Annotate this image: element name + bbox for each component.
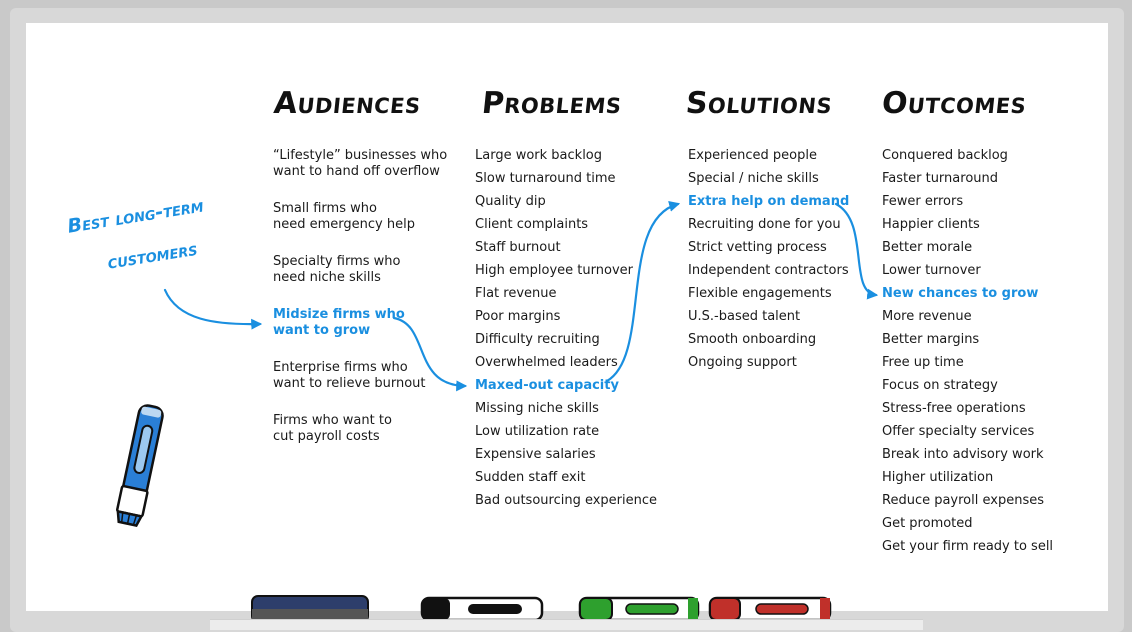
red-marker-icon bbox=[708, 596, 832, 622]
audience-line: Enterprise firms who bbox=[273, 360, 408, 375]
solution-item: Recruiting done for you bbox=[688, 217, 841, 232]
problem-item: Client complaints bbox=[475, 217, 589, 232]
solution-item: Smooth onboarding bbox=[688, 332, 817, 347]
problem-item: Slow turnaround time bbox=[475, 171, 616, 186]
problem-item-highlighted: Maxed-out capacity bbox=[475, 378, 619, 393]
problem-item: Expensive salaries bbox=[475, 447, 596, 462]
problem-item: Overwhelmed leaders bbox=[475, 355, 618, 370]
problem-item: Bad outsourcing experience bbox=[475, 493, 658, 508]
outcome-item-highlighted: New chances to grow bbox=[882, 286, 1039, 301]
audience-line: Firms who want to bbox=[273, 413, 392, 428]
audience-line: need niche skills bbox=[273, 270, 381, 285]
audience-line: need emergency help bbox=[273, 217, 415, 232]
whiteboard-surface bbox=[26, 23, 1108, 611]
outcome-item: Better morale bbox=[882, 240, 973, 255]
problem-item: Quality dip bbox=[475, 194, 546, 209]
outcome-item: Get your firm ready to sell bbox=[882, 539, 1054, 554]
problem-item: Flat revenue bbox=[475, 286, 557, 301]
outcome-item: Offer specialty services bbox=[882, 424, 1035, 439]
outcome-item: Lower turnover bbox=[882, 263, 981, 278]
green-marker-icon bbox=[578, 596, 700, 622]
problem-item: Low utilization rate bbox=[475, 424, 600, 439]
problem-item: Poor margins bbox=[475, 309, 561, 324]
black-marker-icon bbox=[420, 596, 544, 622]
audience-line: Small firms who bbox=[273, 201, 377, 216]
problem-item: Missing niche skills bbox=[475, 401, 599, 416]
outcome-item: Free up time bbox=[882, 355, 964, 370]
outcome-item: Faster turnaround bbox=[882, 171, 998, 186]
outcome-item: Stress-free operations bbox=[882, 401, 1026, 416]
audience-line: cut payroll costs bbox=[273, 429, 380, 444]
audience-line: Specialty firms who bbox=[273, 254, 401, 269]
outcome-item: Conquered backlog bbox=[882, 148, 1008, 163]
solution-item-highlighted: Extra help on demand bbox=[688, 194, 850, 209]
outcome-item: More revenue bbox=[882, 309, 972, 324]
problem-item: Large work backlog bbox=[475, 148, 603, 163]
arrow-problem-to-solution bbox=[605, 200, 681, 383]
solution-item: Special / niche skills bbox=[688, 171, 819, 186]
audience-line: want to grow bbox=[273, 323, 371, 338]
arrow-annotation-to-audience bbox=[163, 288, 263, 330]
problem-item: Sudden staff exit bbox=[475, 470, 586, 485]
outcome-item: Happier clients bbox=[882, 217, 980, 232]
outcome-item: Focus on strategy bbox=[882, 378, 998, 393]
problem-item: Difficulty recruiting bbox=[475, 332, 600, 347]
outcome-item: Get promoted bbox=[882, 516, 973, 531]
solution-item: Ongoing support bbox=[688, 355, 797, 370]
audience-line: want to hand off overflow bbox=[273, 164, 440, 179]
outcome-item: Break into advisory work bbox=[882, 447, 1044, 462]
marker-tray bbox=[210, 619, 923, 630]
problem-item: High employee turnover bbox=[475, 263, 633, 278]
arrow-solution-to-outcome bbox=[834, 202, 879, 300]
arrow-audience-to-problem bbox=[392, 316, 468, 392]
outcome-item: Reduce payroll expenses bbox=[882, 493, 1044, 508]
eraser-icon bbox=[251, 595, 369, 623]
audience-line: “Lifestyle” businesses who bbox=[273, 148, 448, 163]
solution-item: Flexible engagements bbox=[688, 286, 832, 301]
outcome-item: Better margins bbox=[882, 332, 980, 347]
problem-item: Staff burnout bbox=[475, 240, 561, 255]
solution-item: Strict vetting process bbox=[688, 240, 827, 255]
solution-item: U.S.-based talent bbox=[688, 309, 801, 324]
solution-item: Experienced people bbox=[688, 148, 817, 163]
outcome-item: Fewer errors bbox=[882, 194, 964, 209]
outcome-item: Higher utilization bbox=[882, 470, 994, 485]
flow-arrows bbox=[163, 200, 879, 392]
audience-line: Midsize firms who bbox=[273, 307, 405, 322]
audience-line: want to relieve burnout bbox=[273, 376, 426, 391]
blue-marker-icon bbox=[116, 404, 164, 527]
solution-item: Independent contractors bbox=[688, 263, 849, 278]
